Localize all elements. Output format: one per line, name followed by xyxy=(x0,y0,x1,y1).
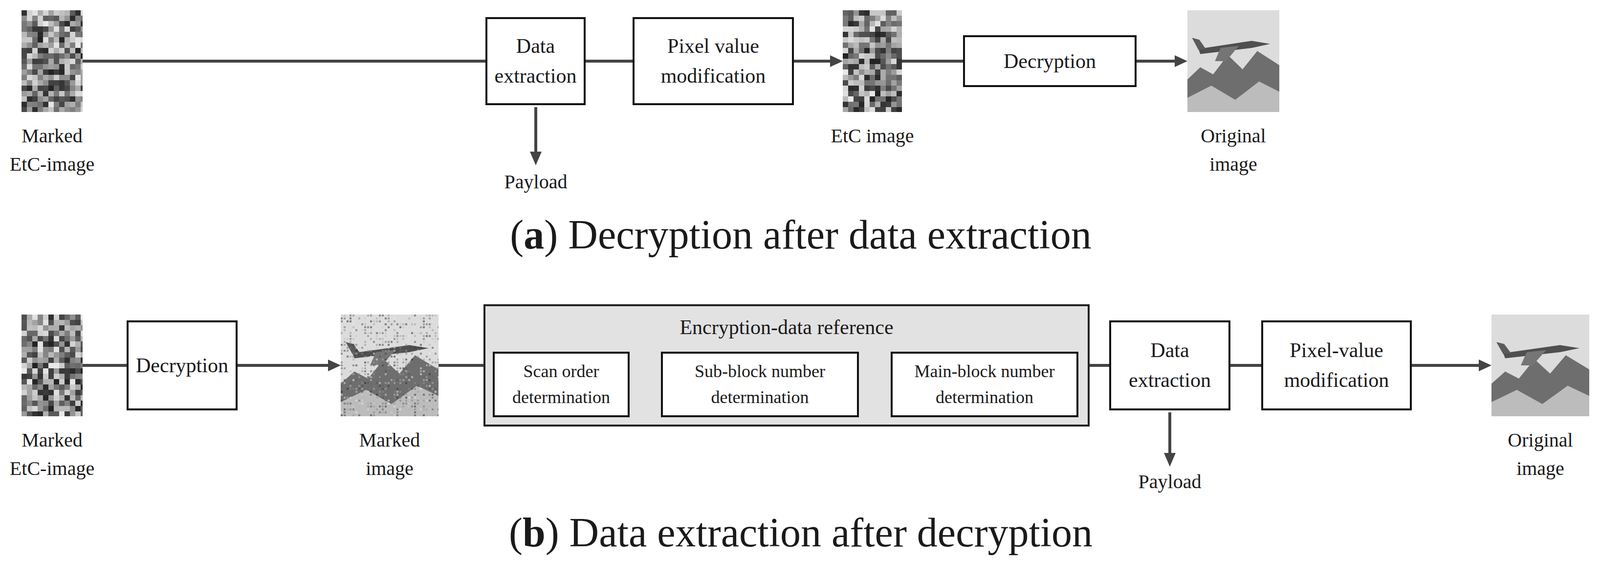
process-box: Pixel-value modification xyxy=(1261,320,1412,411)
group-panel: Encryption-data referenceScan order dete… xyxy=(483,304,1090,427)
box-text: Sub-block number determination xyxy=(669,358,851,410)
output-label: Payload xyxy=(1138,470,1202,493)
image-thumbnail: Marked image xyxy=(340,314,439,417)
process-box: Sub-block number determination xyxy=(660,351,859,417)
image-thumbnail: Original image xyxy=(1187,10,1280,112)
connector-line xyxy=(585,59,633,63)
payload-arrow-line xyxy=(534,107,538,153)
image-caption: Marked EtC-image xyxy=(3,121,102,179)
connector-line xyxy=(1089,363,1110,367)
image-thumbnail: EtC image xyxy=(842,10,902,112)
connector-line xyxy=(793,59,832,63)
connector-arrow xyxy=(793,55,843,67)
image-caption: Marked image xyxy=(340,425,439,483)
image-thumbnail: Marked EtC-image xyxy=(21,10,83,112)
connector-arrow xyxy=(82,61,486,62)
connector-line xyxy=(438,363,484,367)
connector-line xyxy=(82,59,486,63)
output-label: Payload xyxy=(504,170,568,194)
process-box: Pixel value modification xyxy=(632,17,794,106)
payload-arrow-head xyxy=(1163,452,1176,467)
thumbnail-image xyxy=(1491,314,1590,417)
subfigure-caption: (a) Decryption after data extraction xyxy=(509,211,1092,259)
box-text: Main-block number determination xyxy=(899,358,1070,410)
connector-arrow xyxy=(585,61,633,62)
arrow-head xyxy=(1478,359,1492,372)
thumbnail-image xyxy=(21,10,83,112)
box-text: Decryption xyxy=(135,350,229,381)
thumbnail-image xyxy=(340,314,439,417)
thumbnail-image xyxy=(842,10,902,112)
box-text: Scan order determination xyxy=(501,358,621,410)
box-text: Data extraction xyxy=(1117,335,1222,395)
connector-arrow xyxy=(237,359,341,372)
image-thumbnail: Original image xyxy=(1491,314,1590,417)
connector-line xyxy=(237,363,329,367)
image-caption: EtC image xyxy=(823,121,922,151)
process-box: Decryption xyxy=(126,320,238,411)
thumbnail-image xyxy=(1187,10,1280,112)
payload-arrow-line xyxy=(1168,412,1172,454)
image-caption: Original image xyxy=(1491,425,1590,483)
process-box: Data extraction xyxy=(485,17,586,106)
process-box: Main-block number determination xyxy=(890,351,1079,417)
payload-arrow-head xyxy=(529,151,542,166)
box-text: Decryption xyxy=(1003,46,1096,77)
subfigure-caption: (b) Data extraction after decryption xyxy=(508,508,1093,557)
connector-line xyxy=(1411,363,1480,367)
connector-line xyxy=(901,59,964,63)
connector-arrow xyxy=(1230,365,1262,366)
arrow-head xyxy=(830,55,843,67)
process-box: Data extraction xyxy=(1109,320,1231,411)
connector-arrow xyxy=(82,365,127,366)
thumbnail-image xyxy=(21,314,83,417)
connector-line xyxy=(82,363,127,367)
connector-line xyxy=(1136,59,1176,63)
image-caption: Original image xyxy=(1184,121,1283,179)
box-text: Pixel value modification xyxy=(641,31,786,91)
connector-arrow xyxy=(438,365,484,366)
connector-arrow xyxy=(1136,55,1188,67)
connector-line xyxy=(1230,363,1262,367)
process-box: Decryption xyxy=(963,35,1137,88)
connector-arrow xyxy=(1089,365,1110,366)
connector-arrow xyxy=(1411,359,1492,372)
arrow-head xyxy=(1174,55,1188,67)
box-text: Pixel-value modification xyxy=(1270,335,1403,395)
box-text: Data extraction xyxy=(494,31,577,91)
process-box: Scan order determination xyxy=(492,351,630,417)
connector-arrow xyxy=(901,61,964,62)
image-caption: Marked EtC-image xyxy=(3,425,102,483)
group-heading: Encryption-data reference xyxy=(485,313,1088,341)
arrow-head xyxy=(328,359,341,372)
image-thumbnail: Marked EtC-image xyxy=(21,314,83,417)
